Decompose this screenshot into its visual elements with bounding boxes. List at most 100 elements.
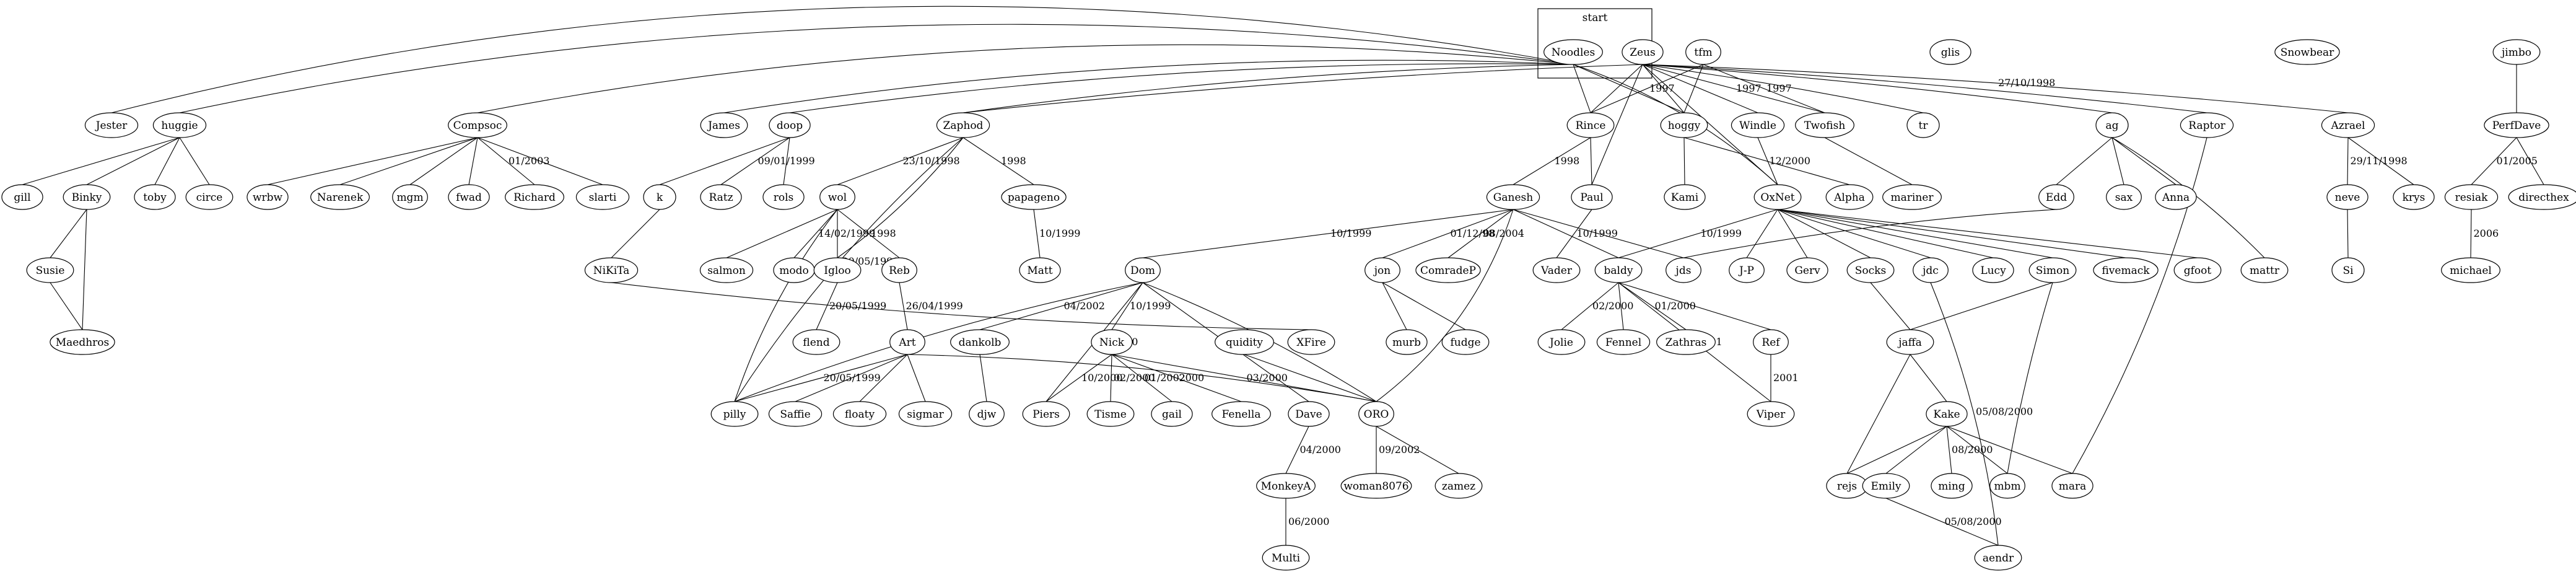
edge-zeus-to-raptor	[1642, 64, 2207, 113]
node-k: k	[643, 184, 676, 210]
node-shape-fudge	[1441, 329, 1490, 355]
edge-nick-to-fenella	[1111, 354, 1242, 402]
node-label-slarti: slarti	[589, 191, 617, 204]
node-label-michael: michael	[2450, 265, 2492, 277]
edge-tfm-to-twofish	[1703, 64, 1825, 113]
node-shape-j-p	[1729, 257, 1765, 283]
node-label-ganesh: Ganesh	[1493, 191, 1533, 204]
node-shape-multi	[1262, 545, 1310, 571]
node-label-dave: Dave	[1295, 408, 1322, 421]
edge-paul-to-vader	[1556, 209, 1592, 258]
node-j-p: J-P	[1729, 257, 1765, 283]
edge-wol-to-modo	[793, 209, 838, 258]
node-shape-ref	[1753, 329, 1789, 355]
node-label-fivemack: fivemack	[2102, 265, 2150, 277]
node-shape-ganesh	[1486, 184, 1540, 210]
edge-label-jdc-to-aendr: 05/08/2000	[1976, 405, 2033, 417]
edge-jdc-to-aendr	[1930, 282, 1999, 546]
node-comradep: ComradeP	[1415, 257, 1481, 283]
node-mariner: mariner	[1882, 184, 1942, 210]
node-tisme: Tisme	[1086, 401, 1135, 427]
node-shape-edd	[2038, 184, 2074, 210]
node-gfoot: gfoot	[2173, 257, 2222, 283]
edge-compsoc-to-narenek	[339, 137, 478, 185]
edge-dom-to-pilly	[734, 282, 1143, 402]
edge-dom-to-nick	[1111, 282, 1143, 330]
node-label-jon: jon	[1373, 265, 1391, 277]
node-label-sax: sax	[2115, 191, 2133, 204]
node-shape-viper	[1747, 401, 1795, 427]
edge-dankolb-to-djw	[979, 354, 987, 402]
node-label-tr: tr	[1919, 120, 1929, 132]
node-perfdave: PerfDave	[2484, 112, 2549, 138]
node-shape-jdc	[1913, 257, 1949, 283]
edge-twofish-to-mariner	[1824, 137, 1913, 185]
node-label-toby: toby	[143, 191, 167, 204]
edge-simon-to-mbm	[2007, 282, 2053, 474]
node-shape-comradep	[1415, 257, 1481, 283]
node-lucy: Lucy	[1972, 257, 2014, 283]
node-anna: Anna	[2155, 184, 2197, 210]
edge-edd-to-jds	[1683, 209, 2057, 258]
edge-label-monkeya-to-multi: 06/2000	[1288, 516, 1329, 527]
node-shape-piers	[1022, 401, 1070, 427]
node-piers: Piers	[1022, 401, 1070, 427]
edge-zeus-to-zaphod	[963, 64, 1643, 113]
node-modo: modo	[773, 257, 815, 283]
node-shape-reb	[881, 257, 917, 283]
node-shape-binky	[63, 184, 111, 210]
node-label-si: Si	[2342, 265, 2354, 277]
node-twofish: Twofish	[1795, 112, 1854, 138]
edge-oxnet-to-simon	[1777, 209, 2053, 258]
node-binky: Binky	[63, 184, 111, 210]
edge-art-to-oro	[907, 354, 1377, 402]
node-label-floaty: floaty	[845, 408, 875, 421]
node-shape-zamez	[1434, 473, 1483, 499]
edge-baldy-to-zathras	[1618, 282, 1687, 330]
edge-dave-to-monkeya	[1285, 426, 1309, 474]
node-label-gill: gill	[14, 191, 30, 204]
edge-huggie-to-circe	[179, 137, 210, 185]
start-cluster-label: start	[1583, 12, 1608, 24]
edge-label-zaphod-to-wol: 23/10/1998	[903, 155, 960, 167]
node-label-mara: mara	[2059, 480, 2087, 493]
edge-zeus-to-oxnet	[1642, 64, 1778, 185]
node-shape-wol	[819, 184, 855, 210]
edge-label-nick-to-piers: 10/2000	[1081, 372, 1122, 384]
node-tfm: tfm	[1685, 39, 1721, 65]
edge-susie-to-maedhros	[50, 282, 83, 330]
edge-compsoc-to-slarti	[477, 137, 603, 185]
node-shape-mariner	[1882, 184, 1942, 210]
edge-compsoc-to-fwad	[468, 137, 478, 185]
edge-label-paul-to-vader: 10/1999	[1577, 227, 1618, 239]
node-compsoc: Compsoc	[448, 112, 507, 138]
node-ag: ag	[2095, 112, 2129, 138]
node-shape-salmon	[699, 257, 754, 283]
node-label-reb: Reb	[889, 265, 910, 277]
edge-simon-to-jaffa	[1910, 282, 2053, 330]
node-dom: Dom	[1125, 257, 1161, 283]
node-noodles: Noodles	[1543, 39, 1603, 65]
node-susie: Susie	[26, 257, 74, 283]
edge-dom-to-dankolb	[979, 282, 1143, 330]
node-ratz: Ratz	[700, 184, 742, 210]
edge-zeus-to-paul	[1591, 64, 1643, 185]
node-shape-huggie	[152, 112, 207, 138]
node-shape-directhex	[2508, 184, 2576, 210]
edge-ganesh-to-dom	[1142, 209, 1514, 258]
node-label-ref: Ref	[1762, 336, 1781, 349]
edge-label-ganesh-to-dom: 10/1999	[1330, 227, 1371, 239]
node-label-windle: Windle	[1739, 120, 1776, 132]
node-socks: Socks	[1846, 257, 1895, 283]
node-label-murb: murb	[1392, 336, 1421, 349]
node-shape-mara	[2051, 473, 2094, 499]
node-label-snowbear: Snowbear	[2281, 46, 2334, 59]
node-shape-perfdave	[2484, 112, 2549, 138]
node-mgm: mgm	[392, 184, 428, 210]
node-shape-jolie	[1537, 329, 1586, 355]
edge-emily-to-aendr	[1885, 498, 1999, 546]
node-zamez: zamez	[1434, 473, 1483, 499]
edge-kake-to-ming	[1946, 426, 1952, 474]
edge-oxnet-to-gerv	[1777, 209, 1808, 258]
edge-socks-to-jaffa	[1870, 282, 1911, 330]
